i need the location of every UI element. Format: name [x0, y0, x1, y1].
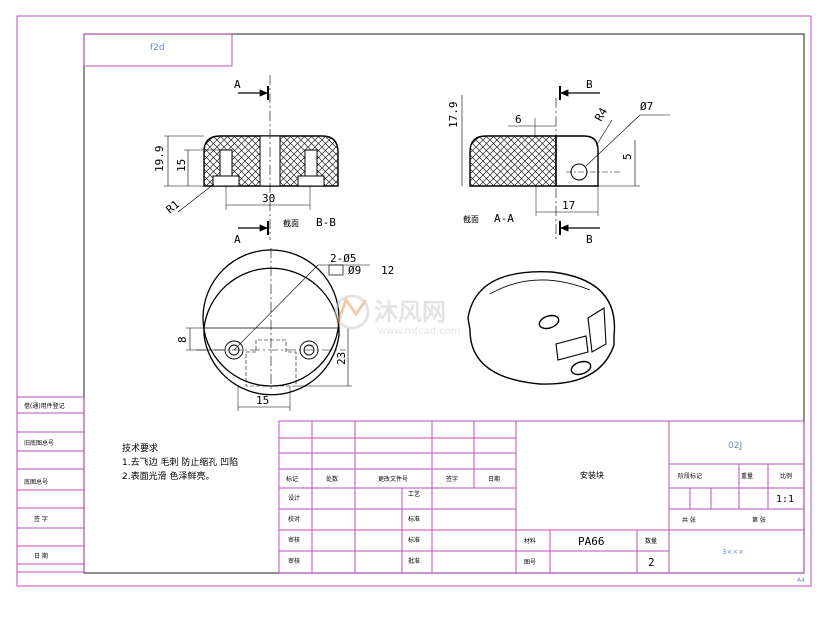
tb-material-label: 材料 [524, 537, 536, 545]
dim-holes: 2-Ø5 [330, 252, 357, 265]
dim-15-bottom: 15 [256, 394, 269, 407]
tb-stage-mark: 阶段标记 [678, 472, 702, 480]
title-block-grid [278, 420, 805, 574]
tb-mid-process: 工艺 [408, 490, 420, 498]
tb-part-name: 安装块 [580, 470, 604, 480]
tb-row-check: 校对 [288, 515, 300, 523]
watermark-url: www.mfcad.com [378, 326, 461, 337]
section-aa-prefix: 截面 [463, 214, 479, 224]
section-aa-view [461, 86, 670, 240]
tb-header-mark: 标记 [286, 475, 298, 483]
dim-cbore: Ø9 [348, 264, 361, 277]
section-bb-label: B-B [316, 216, 336, 229]
cut-b-bottom-label: B [586, 233, 593, 246]
tb-row-review2: 审核 [288, 557, 300, 565]
section-bb-prefix: 截面 [283, 218, 299, 228]
tb-sheet-total: 共 张 [682, 516, 696, 524]
tech-notes-title: 技术要求 [122, 442, 158, 454]
side-label-4: 日 期 [34, 552, 48, 560]
dim-17: 17 [562, 199, 575, 212]
isometric-view [467, 271, 616, 385]
dim-19-9: 19.9 [153, 146, 166, 173]
tb-mid-std2: 标准 [408, 536, 420, 544]
cut-a-bottom-label: A [234, 233, 241, 246]
tb-header-sign: 签字 [446, 475, 458, 483]
side-label-3: 签 字 [34, 515, 48, 523]
dim-8: 8 [176, 336, 189, 343]
tb-row-design: 设计 [288, 494, 300, 502]
tb-drawn-label: 图号 [524, 559, 536, 566]
tb-code: 02J [728, 441, 742, 451]
cut-b-top-label: B [586, 78, 593, 91]
dim-dia-7: Ø7 [640, 100, 653, 113]
tb-row-review: 审核 [288, 536, 300, 544]
tb-weight: 重量 [741, 472, 753, 480]
section-bb-view [164, 75, 339, 240]
tb-scale-value: 1:1 [776, 494, 794, 505]
tb-scale-label: 比例 [780, 472, 792, 480]
tb-sheet-no: 第 张 [752, 516, 766, 524]
dim-5: 5 [621, 153, 634, 160]
tb-qty: 2 [648, 556, 655, 569]
tech-notes-line1: 1.去飞边 毛刺 防止缩孔 凹陷 [122, 456, 238, 468]
top-code-text: f2d [150, 43, 165, 53]
tb-drawing-number: 3××× [722, 548, 744, 556]
tb-header-change: 更改文件号 [378, 475, 408, 483]
dim-depth: 12 [381, 264, 394, 277]
tb-header-date: 日期 [488, 475, 500, 483]
watermark-brand: 沐风网 [374, 298, 446, 326]
dim-6: 6 [515, 113, 522, 126]
dim-15-left: 15 [175, 159, 188, 172]
top-code-box: f2d [83, 33, 233, 67]
side-label-1: 旧底图总号 [24, 439, 54, 447]
watermark-logo-icon [334, 294, 370, 330]
dim-30: 30 [262, 192, 275, 205]
tb-mid-std: 标准 [408, 515, 420, 523]
dim-17-9: 17.9 [447, 102, 460, 129]
tech-notes-line2: 2.表面光滑 色泽鲜亮。 [122, 470, 214, 482]
tb-qty-label: 数量 [645, 537, 657, 545]
dim-r1: R1 [164, 198, 183, 216]
side-label-0: 借(通)用件登记 [24, 402, 65, 410]
section-aa-label: A-A [494, 212, 514, 225]
tb-header-count: 处数 [326, 475, 338, 483]
tb-mid-approve: 批准 [408, 557, 420, 565]
dim-r4: R4 [592, 105, 610, 123]
format-label: A4 [797, 577, 805, 584]
tb-material: PA66 [578, 535, 605, 548]
plan-view [186, 248, 370, 411]
side-label-2: 底图总号 [24, 478, 48, 486]
cut-a-top-label: A [234, 78, 241, 91]
side-label-column [16, 396, 85, 573]
watermark: 沐风网 www.mfcad.com [334, 294, 461, 337]
dim-23: 23 [335, 352, 348, 365]
